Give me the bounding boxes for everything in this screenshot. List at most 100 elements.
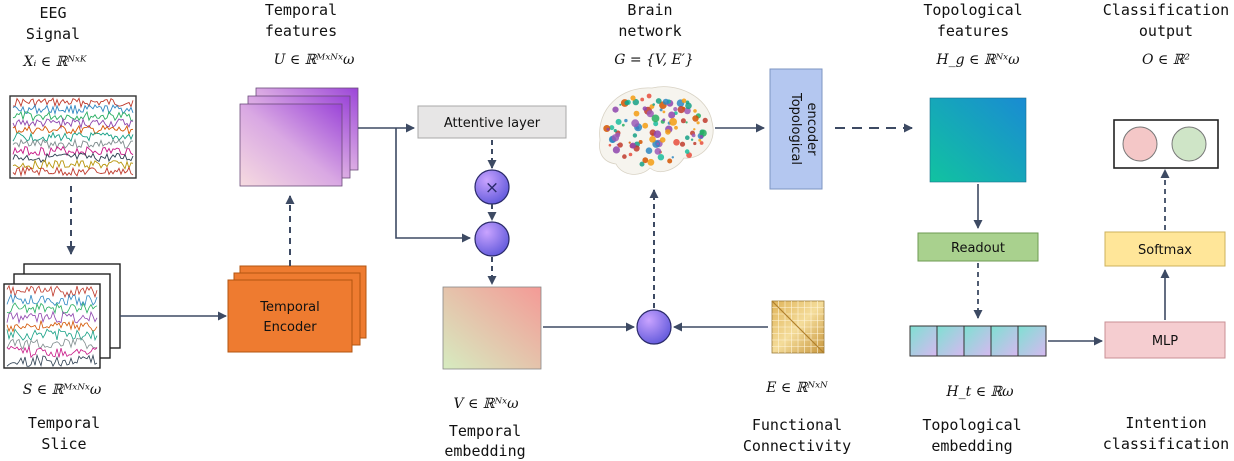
- brain-node-dot: [617, 142, 623, 148]
- fusion-node: [636, 309, 672, 345]
- brain-node-dot: [693, 141, 697, 146]
- sum-node: [474, 221, 510, 257]
- temporal-features-stack: [239, 87, 359, 187]
- softmax-label: Softmax: [1138, 243, 1192, 258]
- topological-encoder-label-line1: Topological: [788, 92, 803, 165]
- classification-output-title-line2: output: [1139, 22, 1193, 40]
- brain-node-dot: [646, 110, 654, 118]
- brain-node-dot: [638, 140, 643, 144]
- multiply-node: ×: [474, 169, 510, 205]
- readout-box: Readout: [917, 232, 1039, 262]
- eeg-trace: [6, 319, 98, 333]
- temporal-embedding-block: [442, 286, 542, 370]
- fc-diagonal: [771, 300, 825, 354]
- brain-node-dot: [657, 154, 665, 161]
- temporal-slice-title-line2: Slice: [41, 435, 86, 453]
- brain-node-dot: [632, 98, 639, 106]
- temporal-slice-title-line1: Temporal: [28, 414, 100, 432]
- eeg-trace: [6, 310, 98, 325]
- brain-node-dot: [656, 142, 660, 146]
- brain-node-dot: [662, 118, 666, 122]
- brain-node-dot: [655, 98, 662, 104]
- eeg-trace: [12, 159, 134, 170]
- brain-node-dot: [691, 133, 696, 138]
- brain-node-dot: [633, 110, 640, 117]
- eeg-trace: [12, 152, 134, 164]
- functional-connectivity-title-line2: Connectivity: [743, 437, 851, 455]
- eeg-trace: [6, 328, 98, 342]
- eeg-trace: [6, 293, 98, 307]
- brain-node-dot: [619, 103, 622, 106]
- brain-node-dot: [685, 135, 690, 140]
- eeg-trace: [12, 97, 134, 109]
- eeg-trace: [6, 353, 98, 368]
- brain-node-dot: [692, 115, 699, 122]
- brain-node-dot: [662, 110, 666, 114]
- brain-node-dot: [669, 118, 677, 126]
- eeg-trace: [6, 337, 98, 350]
- brain-node-dot: [615, 118, 622, 125]
- brain-node-dot: [632, 133, 638, 138]
- brain-node-dot: [642, 157, 649, 164]
- brain-node-dot: [629, 142, 636, 149]
- topological-embedding-vector: [909, 325, 1047, 357]
- brain-node-dot: [639, 161, 645, 167]
- brain-node-dot: [642, 122, 649, 129]
- functional-connectivity-matrix: [771, 300, 825, 354]
- topological-features-title-line1: Topological: [923, 1, 1022, 19]
- eeg-trace: [6, 302, 98, 315]
- eeg-trace: [12, 145, 134, 157]
- brain-node-dot: [609, 125, 615, 131]
- readout-label: Readout: [951, 241, 1005, 256]
- topological-embedding-math: H_t ∈ ℝω: [945, 384, 1014, 400]
- classification-output-title-line1: Classification: [1103, 1, 1229, 19]
- brain-network-title-line1: Brain: [627, 1, 672, 19]
- brain-node-dot: [624, 100, 630, 106]
- brain-node-dot: [702, 117, 708, 123]
- multiply-symbol: ×: [485, 178, 499, 198]
- eeg-trace: [12, 138, 134, 150]
- brain-network-math: G = {V, E′}: [614, 52, 694, 68]
- brain-node-dot: [647, 158, 655, 166]
- eeg-signal-title-line1: EEG: [39, 4, 66, 22]
- softmax-box: Softmax: [1104, 231, 1226, 267]
- brain-node-dot: [698, 138, 702, 142]
- temporal-slice-stack: [3, 263, 121, 369]
- brain-node-dot: [699, 129, 707, 137]
- topological-encoder: Topological encoder: [769, 68, 823, 190]
- temporal-embedding-math: V ∈ ℝᴺˣω: [453, 396, 519, 412]
- eeg-trace: [12, 117, 134, 130]
- topological-encoder-label-line2: encoder: [804, 103, 819, 157]
- attentive-layer: Attentive layer: [417, 105, 567, 139]
- brain-node-dot: [622, 154, 627, 159]
- eeg-signal-math: Xᵢ ∈ ℝᴺˣᴷ: [23, 54, 88, 70]
- functional-connectivity-math: E ∈ ℝᴺˣᴺ: [765, 380, 828, 396]
- brain-node-dot: [613, 129, 617, 133]
- brain-node-dot: [680, 118, 686, 124]
- brain-node-dot: [671, 156, 674, 159]
- mlp-label: MLP: [1152, 334, 1178, 349]
- temporal-embedding-title-line1: Temporal: [449, 422, 521, 440]
- topological-features-title-line2: features: [937, 22, 1009, 40]
- brain-node-dot: [699, 141, 704, 145]
- topological-embedding-title-line2: embedding: [931, 437, 1012, 455]
- temporal-encoder-label-line1: Temporal: [259, 300, 320, 315]
- brain-node-dot: [653, 130, 662, 138]
- brain-node-dot: [631, 119, 640, 128]
- brain-node-dot: [649, 136, 656, 143]
- brain-node-dot: [679, 141, 686, 147]
- brain-node-dot: [645, 147, 653, 154]
- brain-node-dot: [652, 103, 655, 106]
- topological-features-math: H_g ∈ ℝᴺˣω: [935, 52, 1020, 68]
- brain-node-dot: [662, 98, 670, 105]
- eeg-trace: [12, 104, 134, 116]
- brain-node-dot: [673, 139, 680, 146]
- class-probability-1: [1122, 126, 1158, 162]
- brain-node-dot: [628, 141, 631, 144]
- brain-node-dot: [628, 152, 633, 157]
- attentive-layer-label: Attentive layer: [444, 116, 541, 131]
- arrow-features-skip-to-sum: [395, 128, 471, 243]
- mlp-box: MLP: [1104, 321, 1226, 359]
- eeg-signal-image: [9, 95, 137, 179]
